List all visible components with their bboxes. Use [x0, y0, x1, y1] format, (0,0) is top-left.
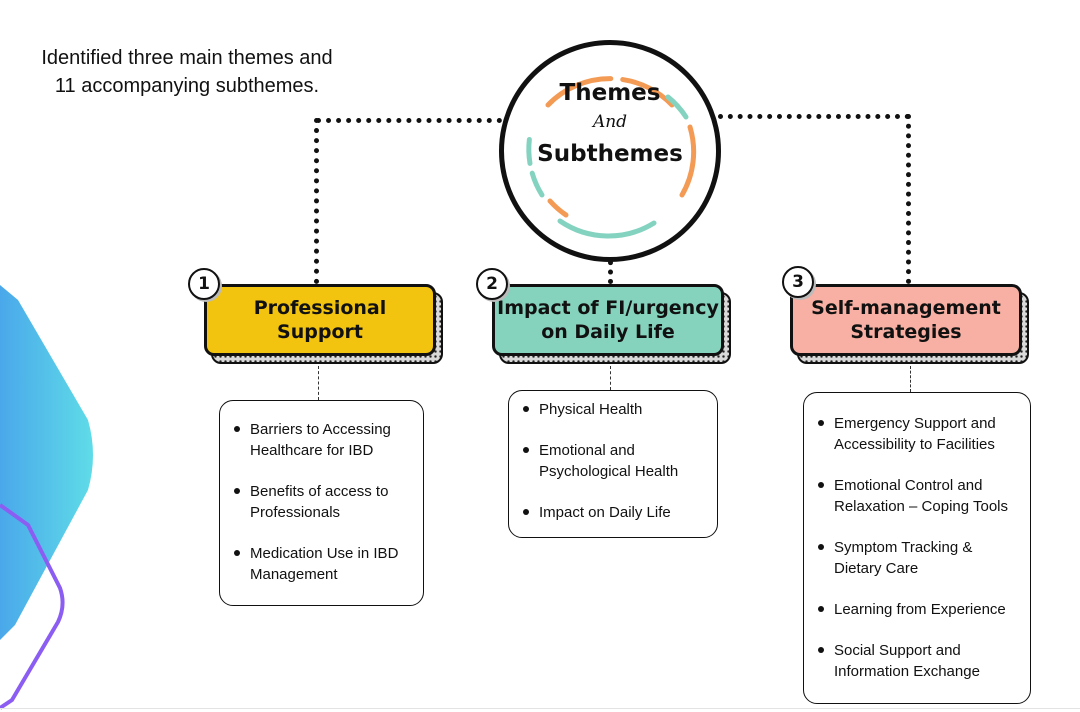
- theme2-box: Impact of FI/urgency on Daily Life: [492, 284, 724, 356]
- list-item: Impact on Daily Life: [521, 502, 707, 523]
- circle-title-themes: Themes: [559, 80, 661, 106]
- center-circle: Themes And Subthemes: [499, 40, 721, 262]
- connector-left-horizontal: [316, 118, 502, 123]
- arc-teal-left: [526, 132, 545, 198]
- list-item: Benefits of access to Professionals: [232, 481, 413, 523]
- list-item: Social Support and Information Exchange: [816, 640, 1020, 682]
- theme2-subthemes-box: Physical Health Emotional and Psychologi…: [508, 390, 718, 538]
- arc-orange-top: [545, 76, 675, 108]
- list-item: Emotional Control and Relaxation – Copin…: [816, 475, 1020, 517]
- theme1-subthemes-box: Barriers to Accessing Healthcare for IBD…: [219, 400, 424, 606]
- theme2-title-line1: Impact of FI/urgency: [497, 297, 719, 319]
- theme3-box: Self-management Strategies: [790, 284, 1022, 356]
- list-item: Emergency Support and Accessibility to F…: [816, 413, 1020, 455]
- list-item: Medication Use in IBD Management: [232, 543, 413, 585]
- arc-orange-right: [679, 124, 697, 198]
- connector-theme2-sub: [610, 366, 611, 390]
- theme1-title-line2: Support: [277, 321, 363, 343]
- intro-text: Identified three main themes and 11 acco…: [12, 44, 362, 100]
- theme3-title-line2: Strategies: [850, 321, 962, 343]
- list-item: Barriers to Accessing Healthcare for IBD: [232, 419, 413, 461]
- connector-theme3-sub: [910, 366, 911, 392]
- intro-line-2: 11 accompanying subthemes.: [54, 75, 320, 97]
- connector-right-vertical: [906, 114, 911, 284]
- theme1-number-badge: 1: [188, 268, 220, 300]
- theme3-title-line1: Self-management: [811, 297, 1001, 319]
- list-item: Emotional and Psychological Health: [521, 440, 707, 482]
- theme3-subthemes-box: Emergency Support and Accessibility to F…: [803, 392, 1031, 704]
- connector-right-horizontal: [718, 114, 910, 119]
- list-item: Symptom Tracking & Dietary Care: [816, 537, 1020, 579]
- arc-orange-left-bottom: [547, 198, 569, 218]
- circle-title-and: And: [592, 112, 628, 132]
- list-item: Learning from Experience: [816, 599, 1020, 620]
- connector-left-vertical: [314, 118, 319, 284]
- arc-teal-right-top: [665, 94, 689, 120]
- decorative-blue-shape: [0, 285, 93, 640]
- theme1-box: Professional Support: [204, 284, 436, 356]
- theme3-number-badge: 3: [782, 266, 814, 298]
- decorative-purple-outline: [0, 503, 65, 710]
- theme2-number-badge: 2: [476, 268, 508, 300]
- circle-arcs: [526, 76, 697, 239]
- circle-title-subthemes: Subthemes: [537, 141, 683, 167]
- arc-teal-bottom: [557, 218, 657, 239]
- theme1-title-line1: Professional: [253, 297, 387, 319]
- list-item: Physical Health: [521, 399, 707, 420]
- bottom-divider: [0, 708, 1080, 709]
- theme2-title-line2: on Daily Life: [541, 321, 675, 343]
- connector-theme1-sub: [318, 366, 319, 400]
- intro-line-1: Identified three main themes and: [41, 47, 333, 69]
